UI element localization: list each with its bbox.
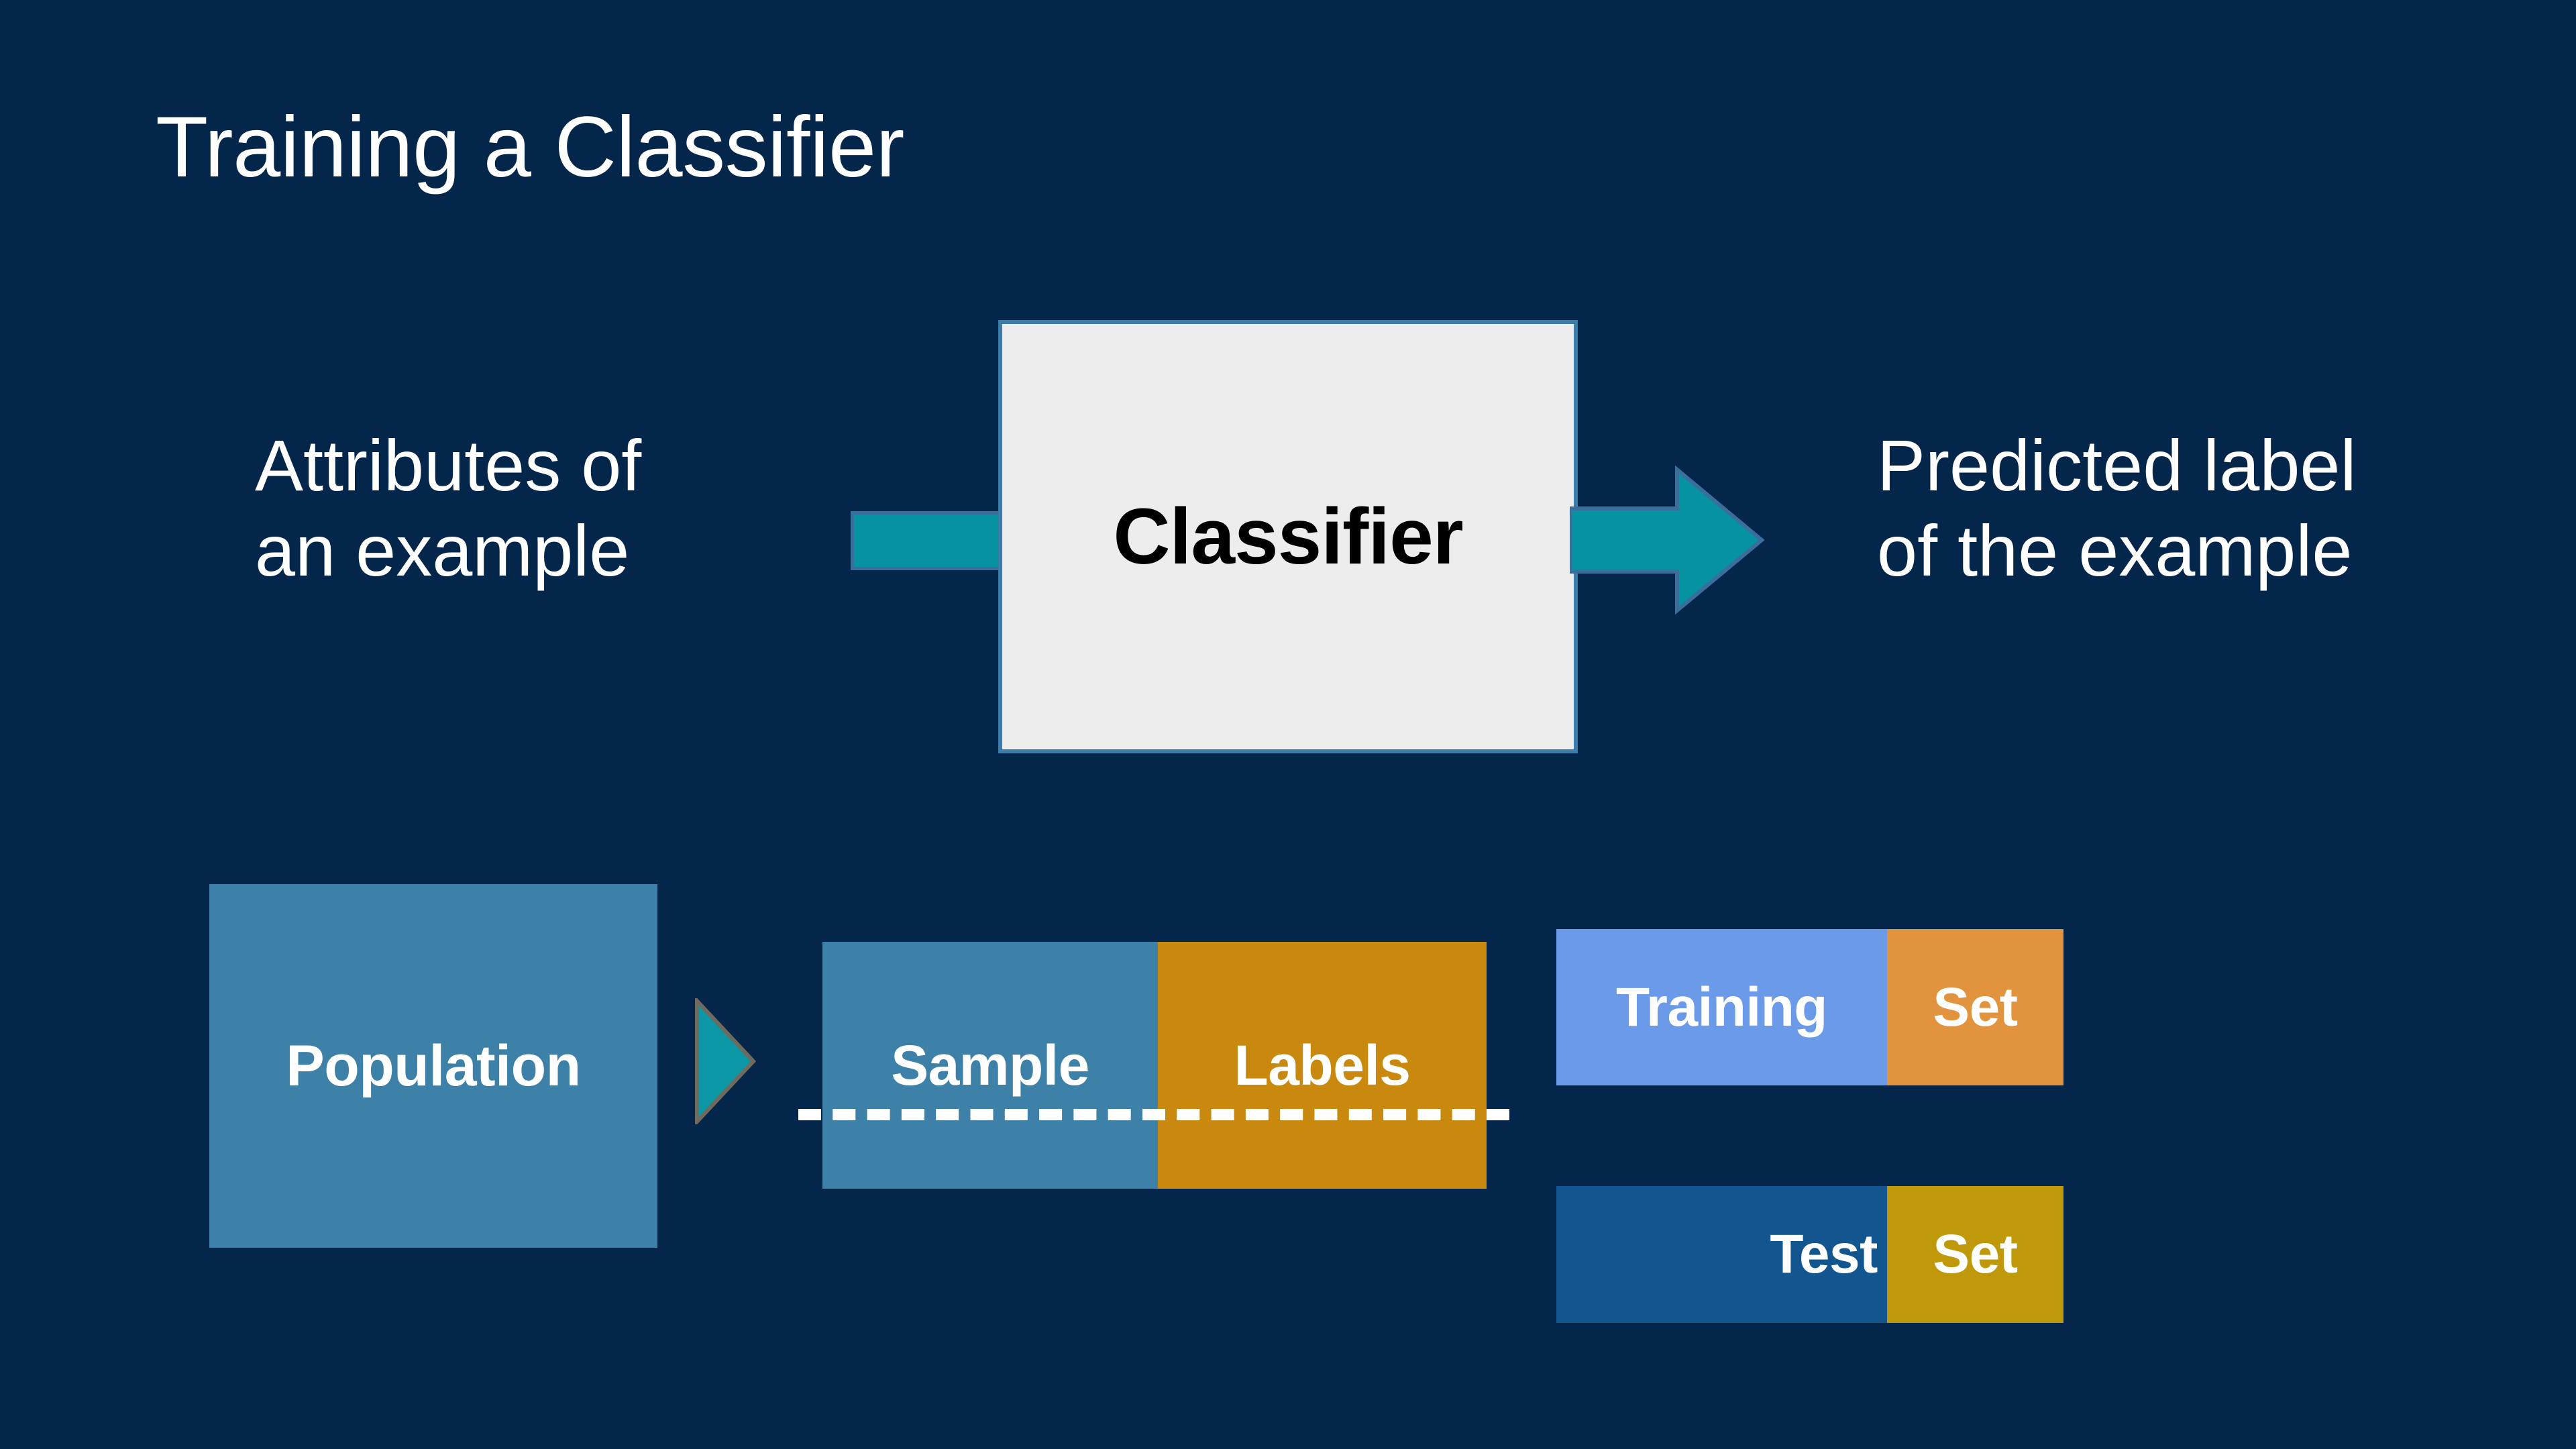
population-box: Population (209, 884, 657, 1248)
test-set-row: Test Set (1556, 1186, 2063, 1323)
labels-box: Labels (1157, 942, 1487, 1189)
training-set-box: Set (1886, 929, 2063, 1085)
train-test-dashed-divider (798, 1109, 1509, 1120)
test-set-box: Set (1886, 1186, 2063, 1323)
test-label: Test (1770, 1224, 1878, 1285)
input-caption: Attributes of an example (255, 425, 642, 592)
triangle-right-icon (695, 996, 757, 1127)
output-arrow-icon (1568, 465, 1765, 615)
output-caption: Predicted label of the example (1877, 425, 2357, 592)
sample-box: Sample (822, 942, 1158, 1189)
sample-label: Sample (891, 1033, 1089, 1097)
sample-labels-group: Sample Labels (822, 942, 1487, 1189)
arrow-right-icon (1568, 465, 1765, 615)
training-label: Training (1615, 976, 1827, 1038)
test-set-label: Set (1933, 1224, 2018, 1285)
classifier-label: Classifier (1113, 492, 1463, 581)
page-title: Training a Classifier (156, 99, 904, 195)
input-arrow-shaft-icon (851, 511, 1012, 570)
labels-label: Labels (1234, 1033, 1411, 1097)
training-set-label: Set (1933, 976, 2018, 1038)
training-name-box: Training (1556, 929, 1887, 1085)
population-label: Population (286, 1033, 581, 1098)
training-set-row: Training Set (1556, 929, 2063, 1085)
test-name-box: Test (1556, 1186, 1887, 1323)
classifier-box: Classifier (998, 320, 1578, 753)
split-triangle-icon (694, 996, 757, 1127)
